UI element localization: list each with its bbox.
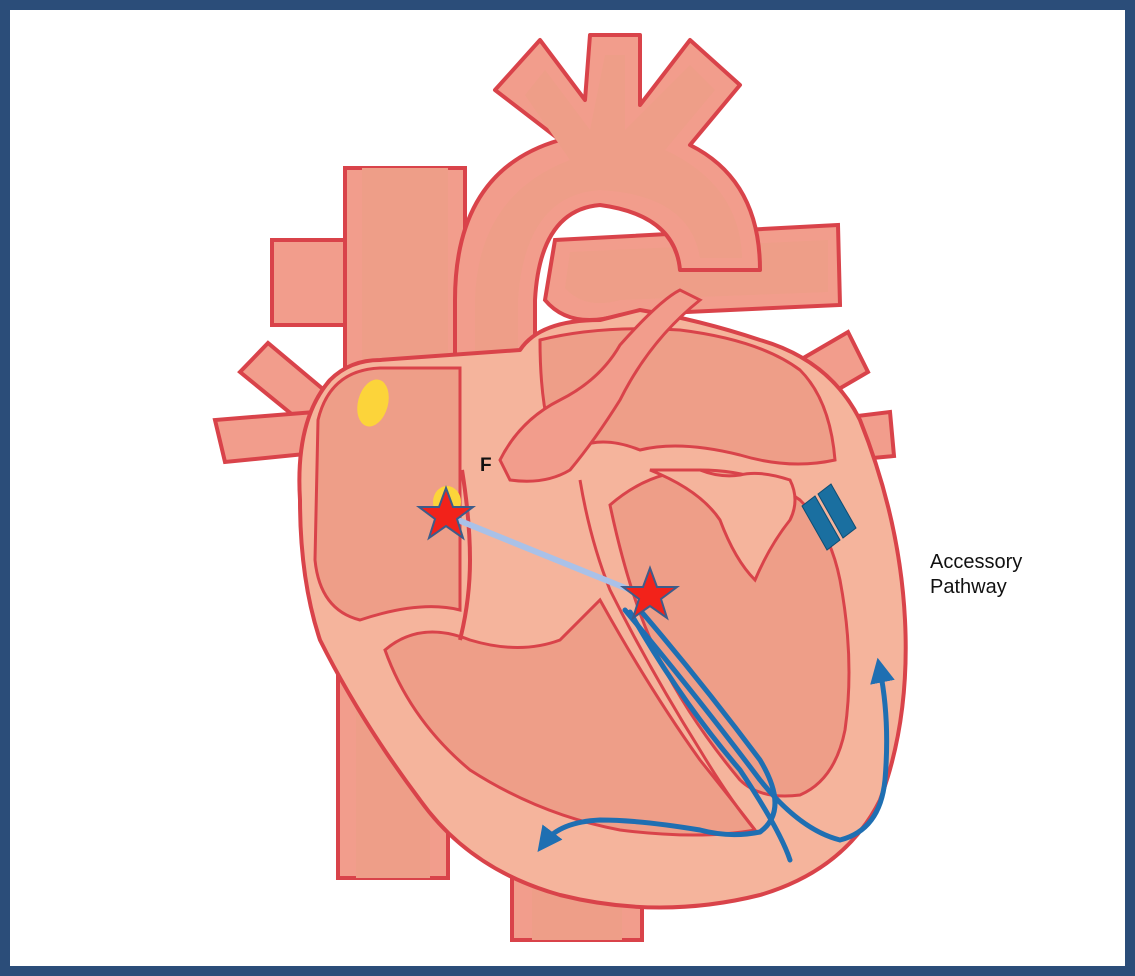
label-f: F	[480, 455, 492, 477]
accessory-pathway-label-line2: Pathway	[930, 575, 1022, 600]
accessory-pathway-label: Accessory Pathway	[930, 550, 1022, 600]
heart-diagram	[10, 10, 1125, 966]
diagram-frame: F Accessory Pathway	[10, 10, 1125, 966]
accessory-pathway-label-line1: Accessory	[930, 550, 1022, 575]
